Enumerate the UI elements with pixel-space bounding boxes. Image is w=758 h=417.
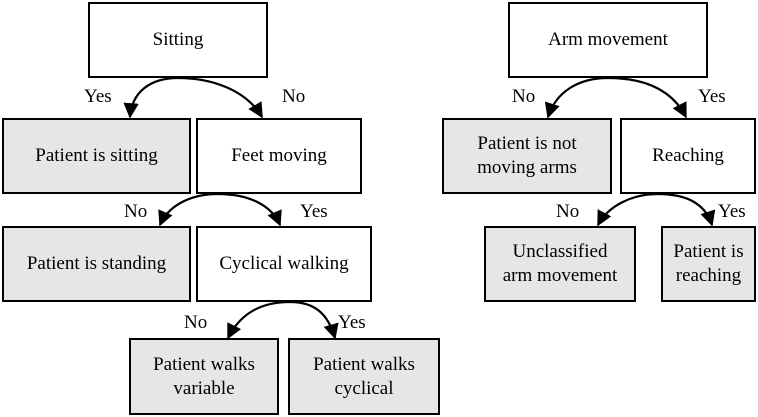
patient-reaching-line-1: Patient is bbox=[673, 241, 744, 262]
not-moving-arms-label: Patient is not moving arms bbox=[477, 132, 577, 180]
walks-variable-node: Patient walks variable bbox=[129, 338, 279, 415]
unclassified-line-1: Unclassified bbox=[512, 241, 608, 262]
arrow-reach-no bbox=[597, 192, 659, 227]
walk-no-label: No bbox=[184, 312, 208, 333]
walks-variable-label: Patient walks variable bbox=[153, 353, 255, 401]
patient-reaching-label: Patient is reaching bbox=[673, 240, 743, 288]
arm-movement-node: Arm movement bbox=[508, 2, 708, 78]
feet-yes-label: Yes bbox=[300, 201, 328, 222]
arrow-arm-yes bbox=[607, 76, 687, 119]
sitting-node: Sitting bbox=[88, 2, 268, 78]
walks-variable-line-2: variable bbox=[173, 377, 235, 399]
sitting-no-label: No bbox=[282, 86, 306, 107]
unclassified-node: Unclassified arm movement bbox=[484, 226, 636, 302]
reach-yes-label: Yes bbox=[718, 201, 746, 222]
cyclical-walking-label: Cyclical walking bbox=[219, 253, 349, 274]
walks-cyclical-node: Patient walks cyclical bbox=[288, 338, 440, 415]
feet-no-label: No bbox=[124, 201, 148, 222]
reaching-node: Reaching bbox=[620, 118, 756, 194]
patient-reaching-line-2: reaching bbox=[675, 265, 742, 286]
sitting-label: Sitting bbox=[152, 29, 204, 50]
patient-reaching-node: Patient is reaching bbox=[661, 226, 756, 302]
patient-standing-node: Patient is standing bbox=[2, 226, 191, 302]
arrow-walk-no bbox=[227, 300, 291, 340]
not-moving-arms-node: Patient is not moving arms bbox=[442, 118, 612, 194]
cyclical-walking-node: Cyclical walking bbox=[196, 226, 372, 302]
arrow-feet-yes bbox=[217, 192, 282, 227]
feet-moving-label: Feet moving bbox=[231, 145, 327, 166]
walk-yes-label: Yes bbox=[338, 312, 366, 333]
arrow-feet-no bbox=[158, 192, 219, 227]
walks-variable-line-1: Patient walks bbox=[153, 353, 255, 375]
reach-no-label: No bbox=[556, 201, 580, 222]
walks-cyclical-line-2: cyclical bbox=[334, 377, 394, 399]
walks-cyclical-label: Patient walks cyclical bbox=[313, 353, 415, 401]
arm-no-label: No bbox=[512, 86, 536, 107]
arrow-reach-yes bbox=[657, 192, 716, 227]
arrow-sitting-no bbox=[177, 76, 263, 119]
arrow-sitting-yes bbox=[123, 76, 179, 119]
arrow-walk-yes bbox=[289, 300, 339, 340]
patient-sitting-node: Patient is sitting bbox=[2, 118, 191, 194]
arrow-arm-no bbox=[544, 76, 609, 119]
unclassified-line-2: arm movement bbox=[502, 265, 618, 286]
walks-cyclical-line-1: Patient walks bbox=[313, 353, 415, 375]
patient-sitting-label: Patient is sitting bbox=[35, 145, 158, 166]
not-moving-arms-line-1: Patient is not bbox=[477, 133, 577, 154]
arm-movement-label: Arm movement bbox=[548, 29, 668, 50]
unclassified-label: Unclassified arm movement bbox=[503, 240, 618, 288]
sitting-yes-label: Yes bbox=[84, 86, 112, 107]
arm-yes-label: Yes bbox=[698, 86, 726, 107]
reaching-label: Reaching bbox=[652, 145, 724, 166]
feet-moving-node: Feet moving bbox=[196, 118, 362, 194]
not-moving-arms-line-2: moving arms bbox=[477, 157, 577, 178]
patient-standing-label: Patient is standing bbox=[26, 253, 167, 274]
